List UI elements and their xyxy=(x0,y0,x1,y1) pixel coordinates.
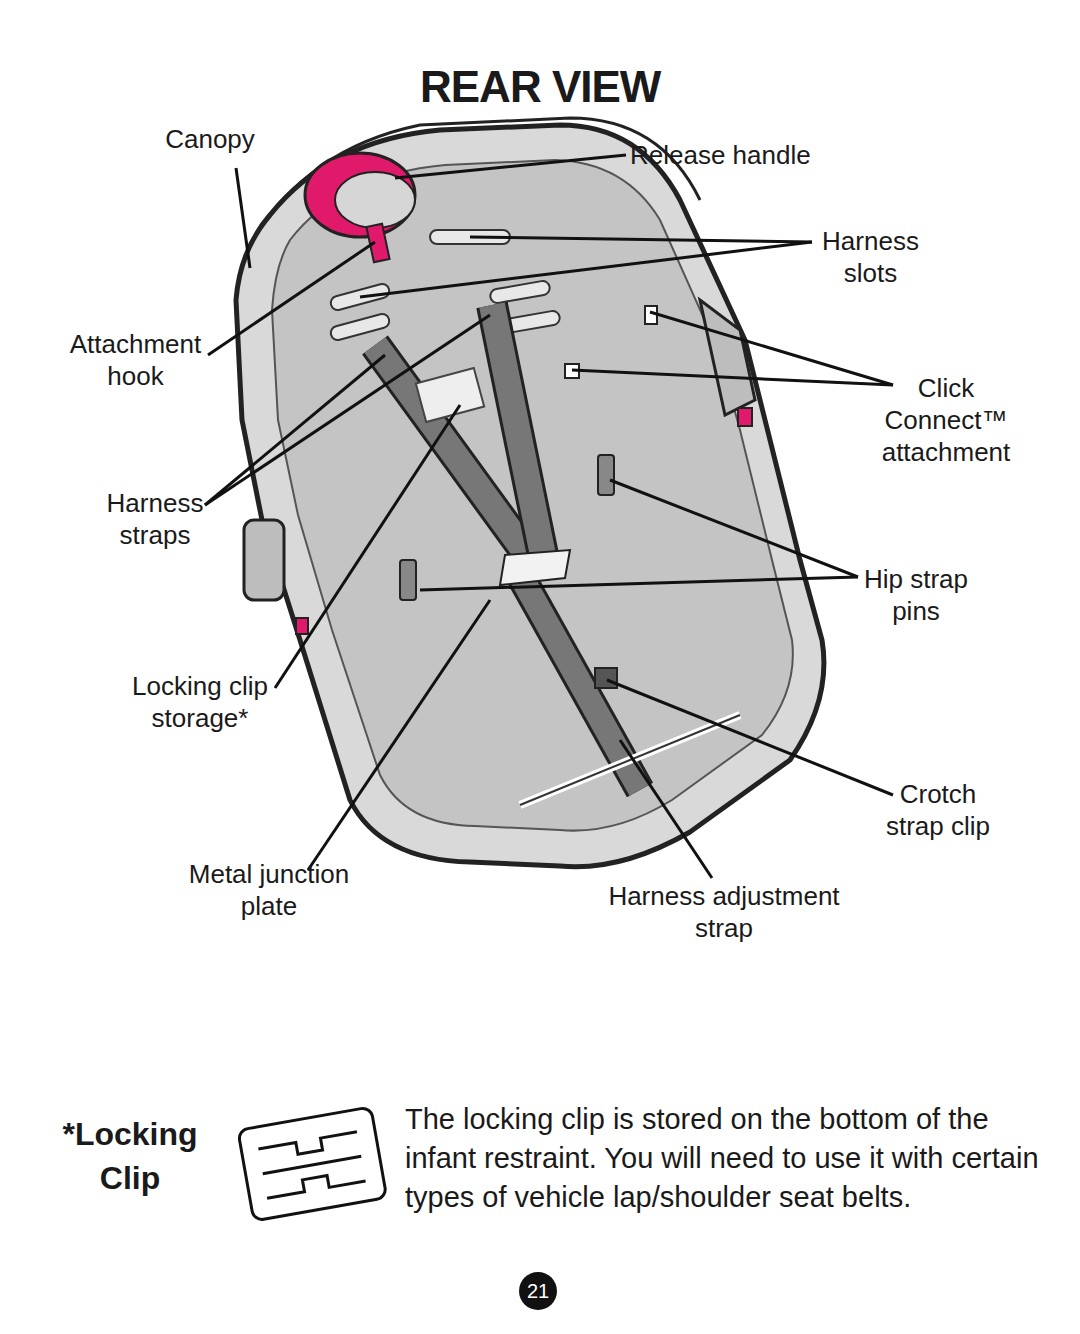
callout-label: Click Connect™ attachment xyxy=(866,372,1026,468)
seat-shell xyxy=(236,125,824,867)
crotch-clip xyxy=(595,668,617,688)
side-piece xyxy=(700,300,755,415)
locking-clip-icon xyxy=(238,1107,387,1221)
callout-label: Harness straps xyxy=(90,487,220,551)
adjustment-strap xyxy=(520,575,640,790)
callout-label: Attachment hook xyxy=(58,328,213,392)
callout-label: Hip strap pins xyxy=(852,563,980,627)
release-handle xyxy=(305,153,415,237)
release-handle xyxy=(335,172,415,228)
pink-tab xyxy=(738,408,752,426)
harness-strap xyxy=(492,305,545,565)
callout-label: Metal junction plate xyxy=(178,858,360,922)
pink-tab xyxy=(296,618,308,634)
page-number-badge: 21 xyxy=(519,1272,557,1310)
callout-label: Crotch strap clip xyxy=(874,778,1002,842)
junction-plate xyxy=(500,550,570,585)
side-grip xyxy=(244,520,284,600)
base-bar xyxy=(520,715,740,805)
callout-label: Harness adjustment strap xyxy=(596,880,852,944)
clip-storage xyxy=(416,368,484,422)
callout-label: Release handle xyxy=(630,139,860,171)
leader-lines xyxy=(205,155,893,878)
callout-label: Locking clip storage* xyxy=(120,670,280,734)
hip-pins xyxy=(400,455,614,600)
note-text: The locking clip is stored on the bottom… xyxy=(405,1100,1045,1217)
page-title: REAR VIEW xyxy=(420,62,660,112)
callout-label: Canopy xyxy=(150,123,270,155)
page-number: 21 xyxy=(527,1280,549,1303)
attachment-hook xyxy=(366,224,389,263)
adjustment-strap xyxy=(520,575,640,790)
section-heading: *Locking Clip xyxy=(55,1112,205,1200)
harness-strap xyxy=(492,305,545,565)
callout-label: Harness slots xyxy=(808,225,933,289)
base-bar xyxy=(520,715,740,805)
